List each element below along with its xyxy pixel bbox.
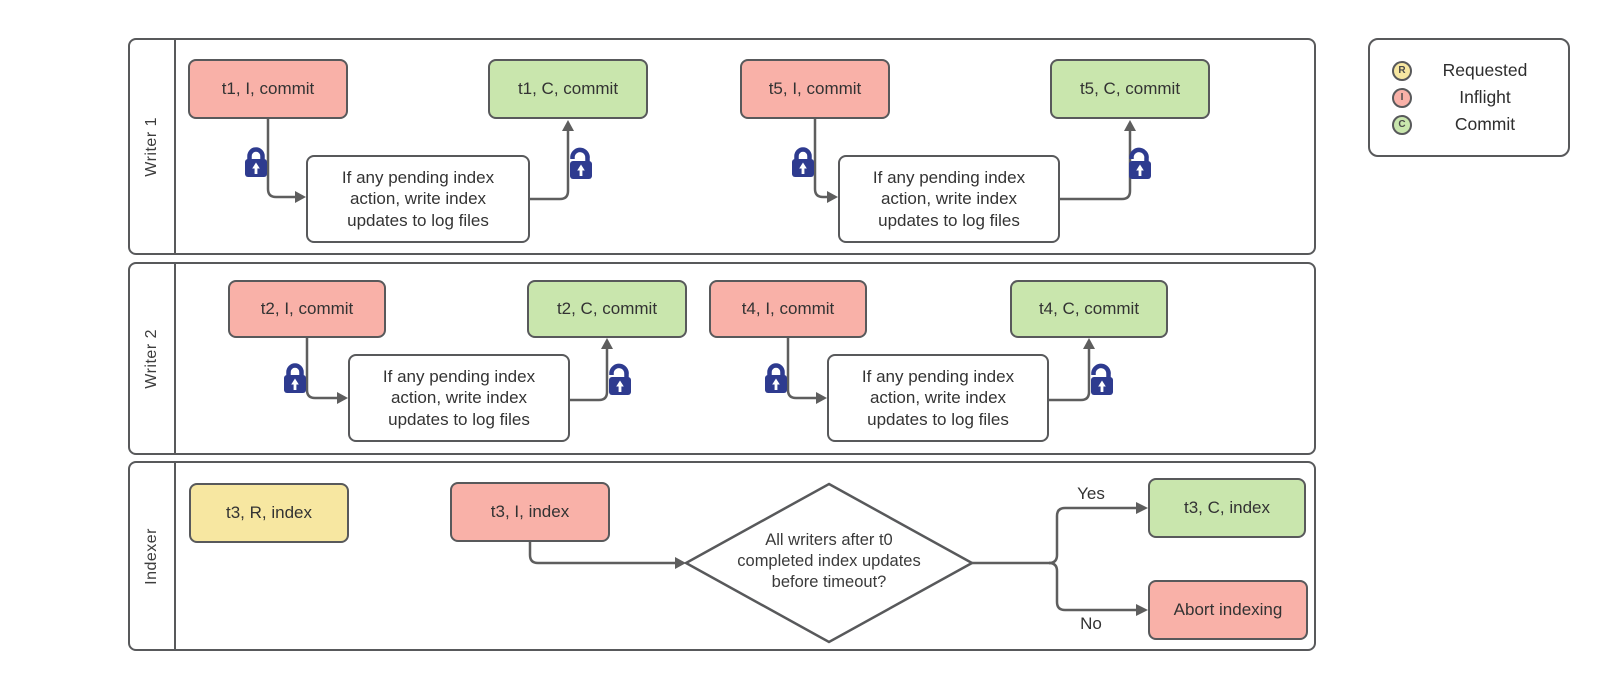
node-t3-inflight: t3, I, index [450, 482, 610, 542]
node-t1-commit: t1, C, commit [488, 59, 648, 119]
inflight-badge-icon: I [1392, 87, 1412, 108]
lane-title-writer-2: Writer 2 [143, 328, 160, 389]
node-abort-indexing: Abort indexing [1148, 580, 1308, 640]
lane-header-writer-1: Writer 1 [130, 40, 176, 253]
legend-item-commit: C Commit [1392, 113, 1558, 136]
legend: R Requested I Inflight C Commit [1368, 38, 1570, 157]
node-t3-requested: t3, R, index [189, 483, 349, 543]
node-t4-commit: t4, C, commit [1010, 280, 1168, 338]
process-note-writer2-t2: If any pending index action, write index… [348, 354, 570, 442]
branch-label-no: No [1080, 614, 1102, 633]
node-t1-inflight: t1, I, commit [188, 59, 348, 119]
process-note-writer1-t1: If any pending index action, write index… [306, 155, 530, 243]
lane-header-writer-2: Writer 2 [130, 264, 176, 453]
node-t2-commit: t2, C, commit [527, 280, 687, 338]
legend-item-inflight: I Inflight [1392, 86, 1558, 109]
lane-title-indexer: Indexer [143, 527, 160, 585]
process-note-text: If any pending index action, write index… [341, 168, 495, 230]
commit-badge-icon: C [1392, 114, 1412, 135]
legend-label-requested: Requested [1442, 60, 1528, 80]
requested-badge-icon: R [1392, 60, 1412, 81]
lane-title-writer-1: Writer 1 [143, 116, 160, 177]
process-note-text: If any pending index action, write index… [872, 168, 1026, 230]
lane-header-indexer: Indexer [130, 463, 176, 649]
process-note-writer1-t5: If any pending index action, write index… [838, 155, 1060, 243]
process-note-writer2-t4: If any pending index action, write index… [827, 354, 1049, 442]
legend-label-inflight: Inflight [1459, 87, 1511, 107]
node-t5-inflight: t5, I, commit [740, 59, 890, 119]
node-t2-inflight: t2, I, commit [228, 280, 386, 338]
node-t4-inflight: t4, I, commit [709, 280, 867, 338]
legend-label-commit: Commit [1454, 114, 1516, 134]
decision-text: All writers after t0 completed index upd… [737, 531, 921, 592]
process-note-text: If any pending index action, write index… [382, 367, 536, 429]
node-t5-commit: t5, C, commit [1050, 59, 1210, 119]
process-note-text: If any pending index action, write index… [861, 367, 1015, 429]
branch-label-yes: Yes [1077, 484, 1105, 503]
legend-item-requested: R Requested [1392, 59, 1558, 82]
node-t3-commit: t3, C, index [1148, 478, 1306, 538]
